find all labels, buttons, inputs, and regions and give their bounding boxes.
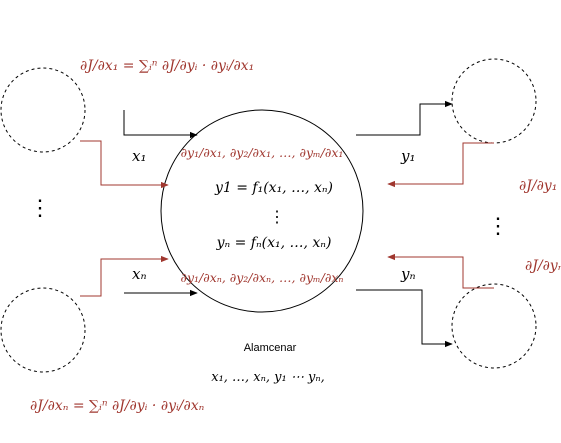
edge-x1-backward (80, 140, 169, 189)
store-values: x₁, …, xₙ, y₁ ⋯ yₙ, (211, 370, 325, 385)
edge-label-x1: x₁ (132, 147, 146, 165)
edge-label-yn: yₙ (400, 265, 416, 283)
output-node-y1 (451, 58, 537, 144)
output-node-yn (451, 283, 537, 369)
edge-label-y1: y₁ (400, 147, 416, 165)
gradient-dJ-dy1: ∂J/∂y₁ (519, 178, 557, 194)
equation-y1: y1 = f₁(x₁, …, xₙ) (214, 180, 333, 196)
edge-label-xn: xₙ (132, 265, 147, 283)
left-vdots: ⋮ (29, 196, 51, 221)
jacobian-row-xn: ∂y₁/∂xₙ, ∂y₂/∂xₙ, …, ∂yₘ/∂xₙ (181, 270, 344, 285)
input-node-x1 (0, 67, 86, 153)
edge-x1-forward (123, 110, 198, 139)
central-vdots: ⋮ (269, 207, 285, 226)
gradient-dJ-dx1: ∂J/∂x₁ = ∑ᵢⁿ ∂J/∂yᵢ · ∂yᵢ/∂x₁ (80, 58, 254, 74)
gradient-dJ-dxn: ∂J/∂xₙ = ∑ᵢⁿ ∂J/∂yᵢ · ∂yᵢ/∂xₙ (30, 398, 205, 414)
edge-y1-forward (356, 100, 453, 136)
function-node (160, 109, 364, 313)
edge-y1-backward (387, 142, 494, 188)
edge-yn-forward (356, 289, 453, 348)
edge-yn-backward (387, 253, 494, 289)
store-label: Alamcenar (244, 342, 297, 354)
jacobian-row-x1: ∂y₁/∂x₁, ∂y₂/∂x₁, …, ∂yₘ/∂x₁ (181, 145, 344, 160)
gradient-dJ-dyn: ∂J/∂yₙ (525, 258, 561, 274)
right-vdots: ⋮ (487, 214, 509, 239)
input-node-xn (0, 287, 86, 373)
edge-xn-backward (80, 255, 169, 297)
equation-yn: yₙ = fₙ(x₁, …, xₙ) (216, 235, 332, 251)
